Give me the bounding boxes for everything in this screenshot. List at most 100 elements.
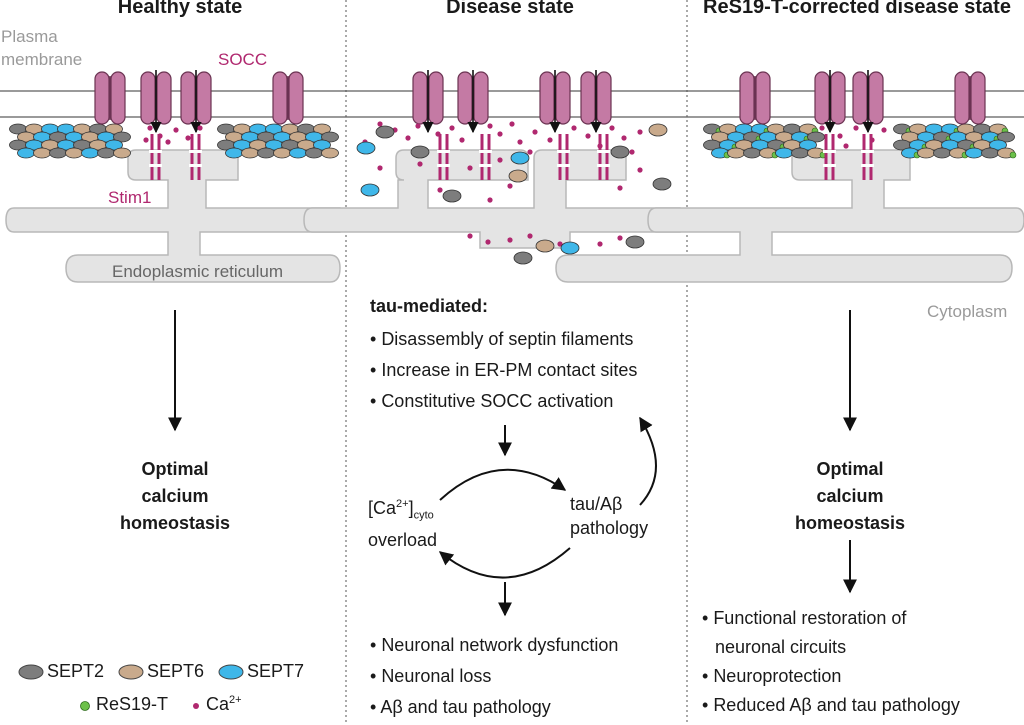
septin-sept7 bbox=[81, 147, 99, 159]
stim1-strand bbox=[190, 134, 194, 180]
channel-lobe bbox=[473, 71, 489, 125]
channel-lobe bbox=[852, 71, 868, 125]
legend-sept6-label: SEPT6 bbox=[147, 661, 205, 681]
socc-channel bbox=[739, 71, 771, 125]
calcium-ion bbox=[377, 121, 383, 127]
septin-sept2 bbox=[442, 189, 462, 203]
septin-sept6 bbox=[321, 147, 339, 159]
calcium-ion bbox=[637, 167, 643, 173]
calcium-ion bbox=[157, 133, 163, 139]
calcium-ion bbox=[621, 135, 627, 141]
channel-lobe bbox=[739, 71, 755, 125]
panel-title-disease: Disease state bbox=[446, 0, 574, 18]
septin-filaments bbox=[9, 123, 1017, 159]
calcium-ions bbox=[143, 121, 887, 247]
stim1-strand bbox=[558, 134, 562, 180]
socc-channels bbox=[94, 70, 986, 134]
calcium-ion bbox=[185, 135, 191, 141]
stim1-strand bbox=[150, 134, 154, 180]
stim1-gap bbox=[437, 150, 450, 153]
list-item: • Aβ and tau pathology bbox=[370, 697, 551, 717]
res19t-molecule bbox=[1009, 151, 1017, 159]
channel-lobe bbox=[272, 71, 288, 125]
calcium-ion bbox=[527, 149, 533, 155]
septin-sept2 bbox=[321, 131, 339, 143]
calcium-ion bbox=[585, 133, 591, 139]
calcium-ion bbox=[467, 233, 473, 239]
septin-sept6 bbox=[313, 123, 331, 135]
cycle-arrow-top bbox=[439, 468, 567, 501]
septin-sept7 bbox=[225, 147, 243, 159]
septin-sept7 bbox=[775, 147, 793, 159]
channel-lobe bbox=[970, 71, 986, 125]
socc-channel bbox=[580, 70, 612, 134]
calcium-ion bbox=[485, 239, 491, 245]
plasma-membrane-label-1: Plasma bbox=[1, 27, 58, 46]
calcium-ion bbox=[147, 125, 153, 131]
er-label: Endoplasmic reticulum bbox=[112, 262, 284, 281]
calcium-ion bbox=[557, 241, 563, 247]
socc-channel bbox=[852, 70, 884, 134]
calcium-ion bbox=[843, 143, 849, 149]
stim1-strand bbox=[480, 134, 484, 180]
channel-lobe bbox=[180, 71, 196, 125]
list-item: • Reduced Aβ and tau pathology bbox=[702, 695, 960, 715]
legend-res19t-label: ReS19-T bbox=[96, 694, 169, 714]
disease-mechanism-list: • Disassembly of septin filaments • Incr… bbox=[370, 324, 637, 417]
stim1-strand bbox=[831, 134, 835, 180]
calcium-ion bbox=[437, 187, 443, 193]
septin-sept7 bbox=[289, 147, 307, 159]
septin-sept2 bbox=[410, 145, 430, 159]
channel-lobe bbox=[580, 71, 596, 125]
calcium-ion bbox=[507, 183, 513, 189]
calcium-ion bbox=[597, 241, 603, 247]
list-item: • Neuronal network dysfunction bbox=[370, 635, 619, 655]
legend-ca-label: Ca2+ bbox=[206, 694, 242, 714]
channel-lobe bbox=[94, 71, 110, 125]
channel-lobe bbox=[196, 71, 212, 125]
septin-sept7 bbox=[989, 139, 1007, 151]
septin-sept2 bbox=[933, 147, 951, 159]
cycle-arrow-bottom bbox=[438, 547, 571, 579]
corrected-list: • Functional restoration of neuronal cir… bbox=[702, 604, 960, 720]
septin-sept6 bbox=[105, 123, 123, 135]
stim1-gap bbox=[823, 164, 836, 167]
septin-sept6 bbox=[241, 147, 259, 159]
stim1-label: Stim1 bbox=[108, 188, 152, 207]
stim1-gap bbox=[597, 150, 610, 153]
healthy-outcome: Optimal calcium homeostasis bbox=[119, 459, 231, 533]
list-item: • Neuroprotection bbox=[702, 666, 842, 686]
septin-sept2 bbox=[743, 147, 761, 159]
socc-channel bbox=[814, 70, 846, 134]
cytoplasm-label: Cytoplasm bbox=[927, 302, 1008, 321]
stim1-gap bbox=[189, 164, 202, 167]
calcium-ion bbox=[487, 123, 493, 129]
calcium-ion bbox=[637, 129, 643, 135]
panel-title-healthy: Healthy state bbox=[117, 0, 243, 18]
channel-lobe bbox=[555, 71, 571, 125]
list-item: • Increase in ER-PM contact sites bbox=[370, 360, 638, 380]
stim1-strand bbox=[862, 134, 866, 180]
channel-lobe bbox=[539, 71, 555, 125]
calcium-ion bbox=[435, 131, 441, 137]
stim1-gap bbox=[861, 164, 874, 167]
calcium-ion bbox=[853, 125, 859, 131]
calcium-ion bbox=[197, 125, 203, 131]
calcium-ion bbox=[597, 143, 603, 149]
calcium-ion bbox=[165, 139, 171, 145]
calcium-ion bbox=[571, 125, 577, 131]
stim1-gap bbox=[479, 164, 492, 167]
calcium-ion bbox=[517, 139, 523, 145]
septin-sept7 bbox=[356, 141, 376, 155]
stim1-gap bbox=[823, 150, 836, 153]
septin-sept6 bbox=[508, 169, 528, 183]
stim1-proteins bbox=[149, 134, 874, 180]
septin-sept7 bbox=[799, 139, 817, 151]
septin-sept7 bbox=[360, 183, 380, 197]
channel-lobe bbox=[830, 71, 846, 125]
stim1-gap bbox=[597, 164, 610, 167]
septin-sept7 bbox=[105, 139, 123, 151]
legend-sept2-label: SEPT2 bbox=[47, 661, 105, 681]
calcium-ion bbox=[509, 121, 515, 127]
